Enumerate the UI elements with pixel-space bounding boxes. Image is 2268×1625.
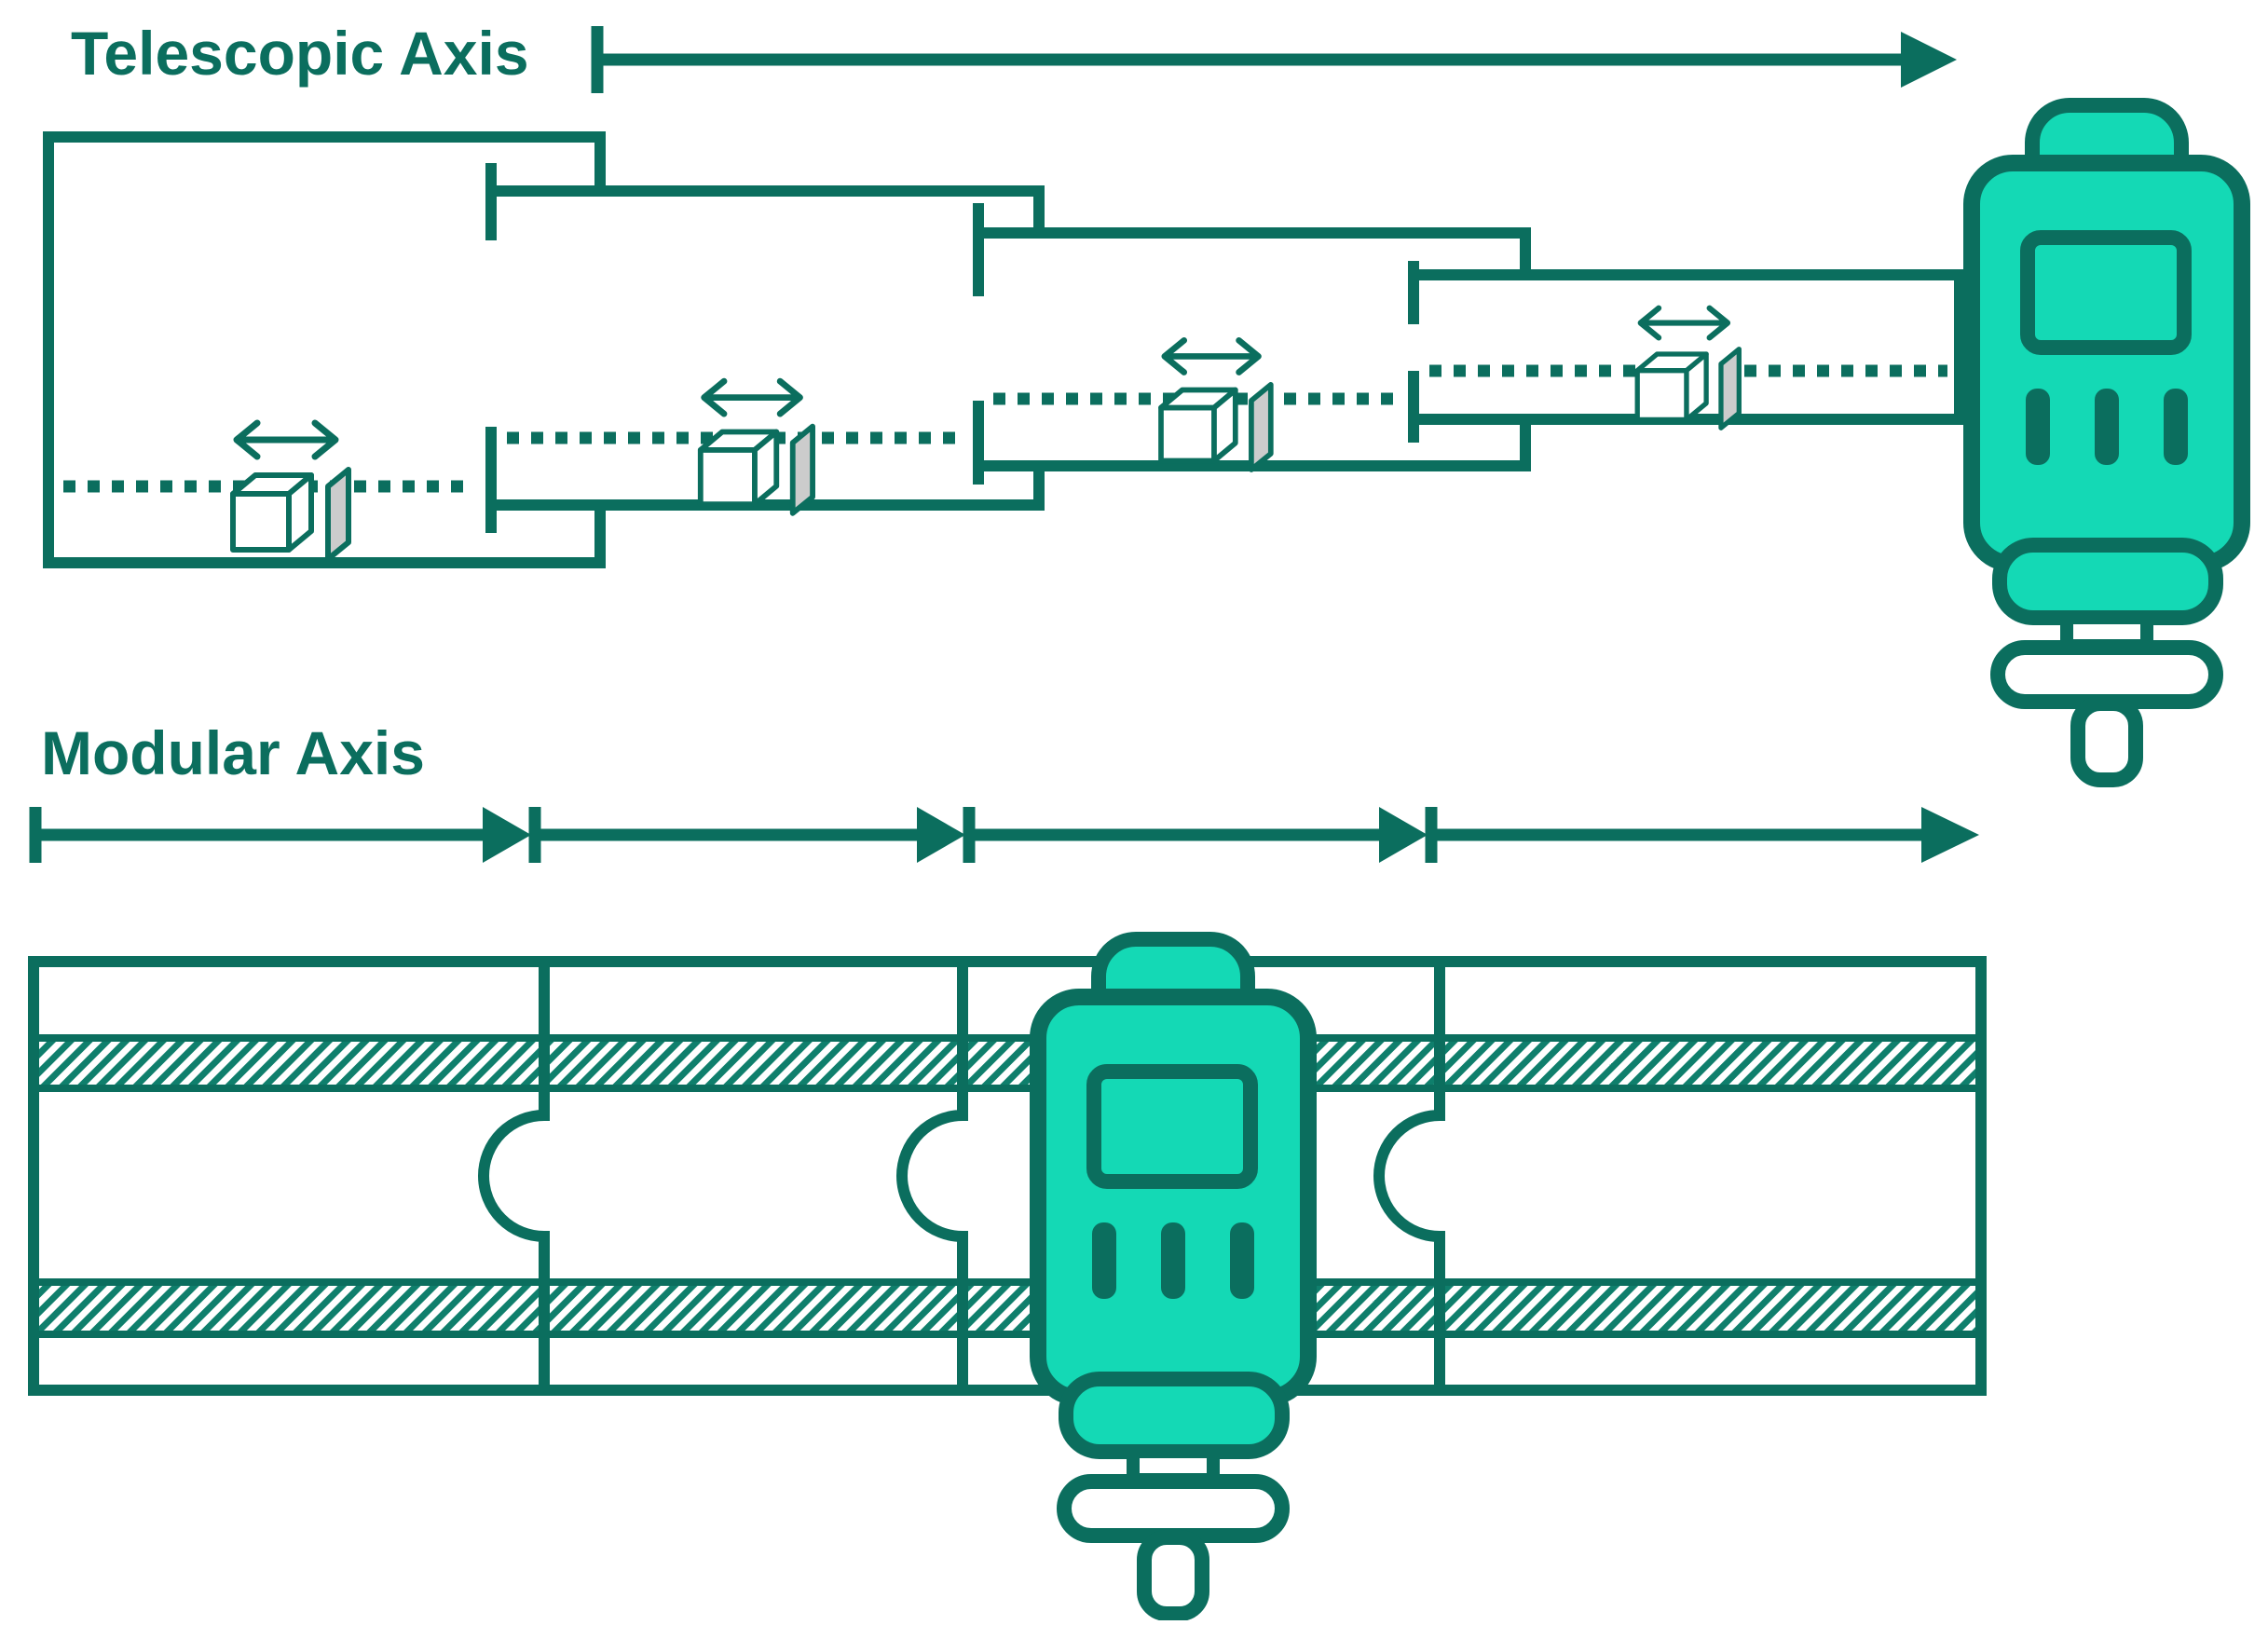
module-joint: [478, 962, 550, 1390]
arrowhead-icon: [1379, 807, 1428, 863]
modular-axis: [28, 807, 1987, 1614]
module-joints: [478, 962, 1445, 1390]
modular-direction-arrows: [29, 807, 1979, 863]
modular-axis-title: Modular Axis: [41, 718, 425, 787]
telescopic-stage-2: [491, 185, 1045, 511]
arrowhead-icon: [483, 807, 531, 863]
rail-outline: [28, 956, 1987, 1396]
telescopic-stages: [43, 131, 1965, 568]
rail-hatch-bottom: [34, 1282, 1981, 1334]
modular-rail: [28, 956, 1987, 1396]
telescopic-stage-3: [978, 227, 1531, 471]
slider-block-icon: [1161, 340, 1271, 470]
slider-block-icon: [233, 423, 348, 559]
slider-block-icon: [701, 381, 813, 513]
module-joint: [1373, 962, 1445, 1390]
spindle-tool-icon: [1972, 105, 2242, 780]
arrowhead-icon: [1921, 807, 1979, 863]
arrowhead-icon: [917, 807, 965, 863]
arrowhead-icon: [1901, 32, 1957, 88]
module-joint: [896, 962, 968, 1390]
rail-hatch-top: [34, 1038, 1981, 1088]
telescopic-direction-arrow: [591, 26, 1957, 93]
telescopic-axis: [43, 26, 2242, 780]
telescopic-stage-1: [43, 131, 606, 568]
spindle-tool-icon: [1038, 939, 1308, 1614]
stage-stop-flanges: [485, 163, 1419, 533]
telescopic-axis-title: Telescopic Axis: [71, 19, 529, 88]
slider-block-icon: [1637, 308, 1739, 428]
